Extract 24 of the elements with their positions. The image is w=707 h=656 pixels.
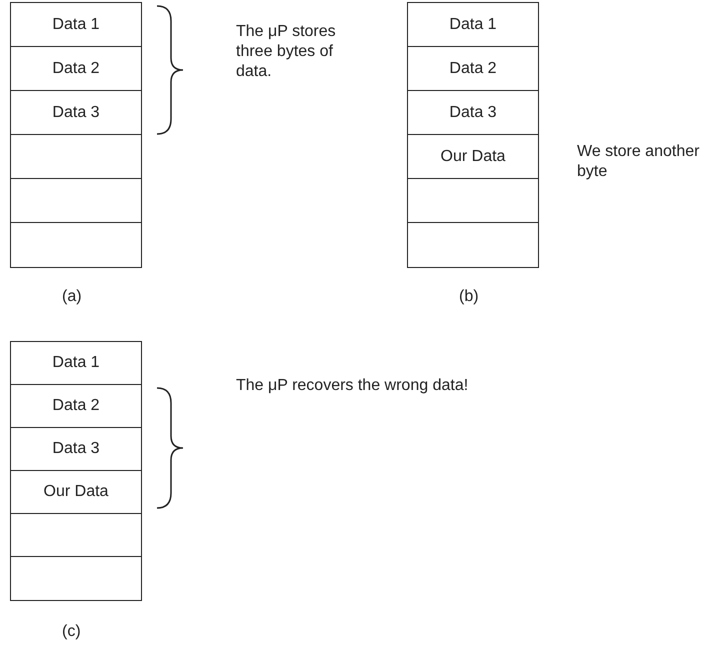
empty-memory-cell xyxy=(10,513,142,558)
annotation-text: The μP recovers the wrong data! xyxy=(236,376,470,396)
memory-cell: Our Data xyxy=(407,134,539,180)
empty-memory-cell xyxy=(10,556,142,600)
empty-memory-cell xyxy=(10,134,142,180)
empty-memory-cell xyxy=(407,178,539,224)
empty-memory-cell xyxy=(407,222,539,268)
annotation-text: The μP stores three bytes of data. xyxy=(236,22,337,82)
empty-memory-cell xyxy=(10,222,142,268)
memory-cell: Data 1 xyxy=(10,2,142,48)
memory-cell: Our Data xyxy=(10,470,142,514)
memory-cell: Data 1 xyxy=(10,341,142,386)
annotation-text: We store another byte xyxy=(577,142,700,182)
memory-cell: Data 3 xyxy=(10,427,142,472)
memory-cell: Data 1 xyxy=(407,2,539,48)
empty-memory-cell xyxy=(10,178,142,224)
figure-label: (b) xyxy=(459,287,480,307)
memory-cell: Data 2 xyxy=(10,384,142,428)
memory-cell: Data 2 xyxy=(10,46,142,92)
memory-cell: Data 2 xyxy=(407,46,539,92)
memory-cell: Data 3 xyxy=(10,90,142,136)
memory-cell: Data 3 xyxy=(407,90,539,136)
figure-label: (c) xyxy=(62,622,82,642)
figure-label: (a) xyxy=(62,287,83,307)
